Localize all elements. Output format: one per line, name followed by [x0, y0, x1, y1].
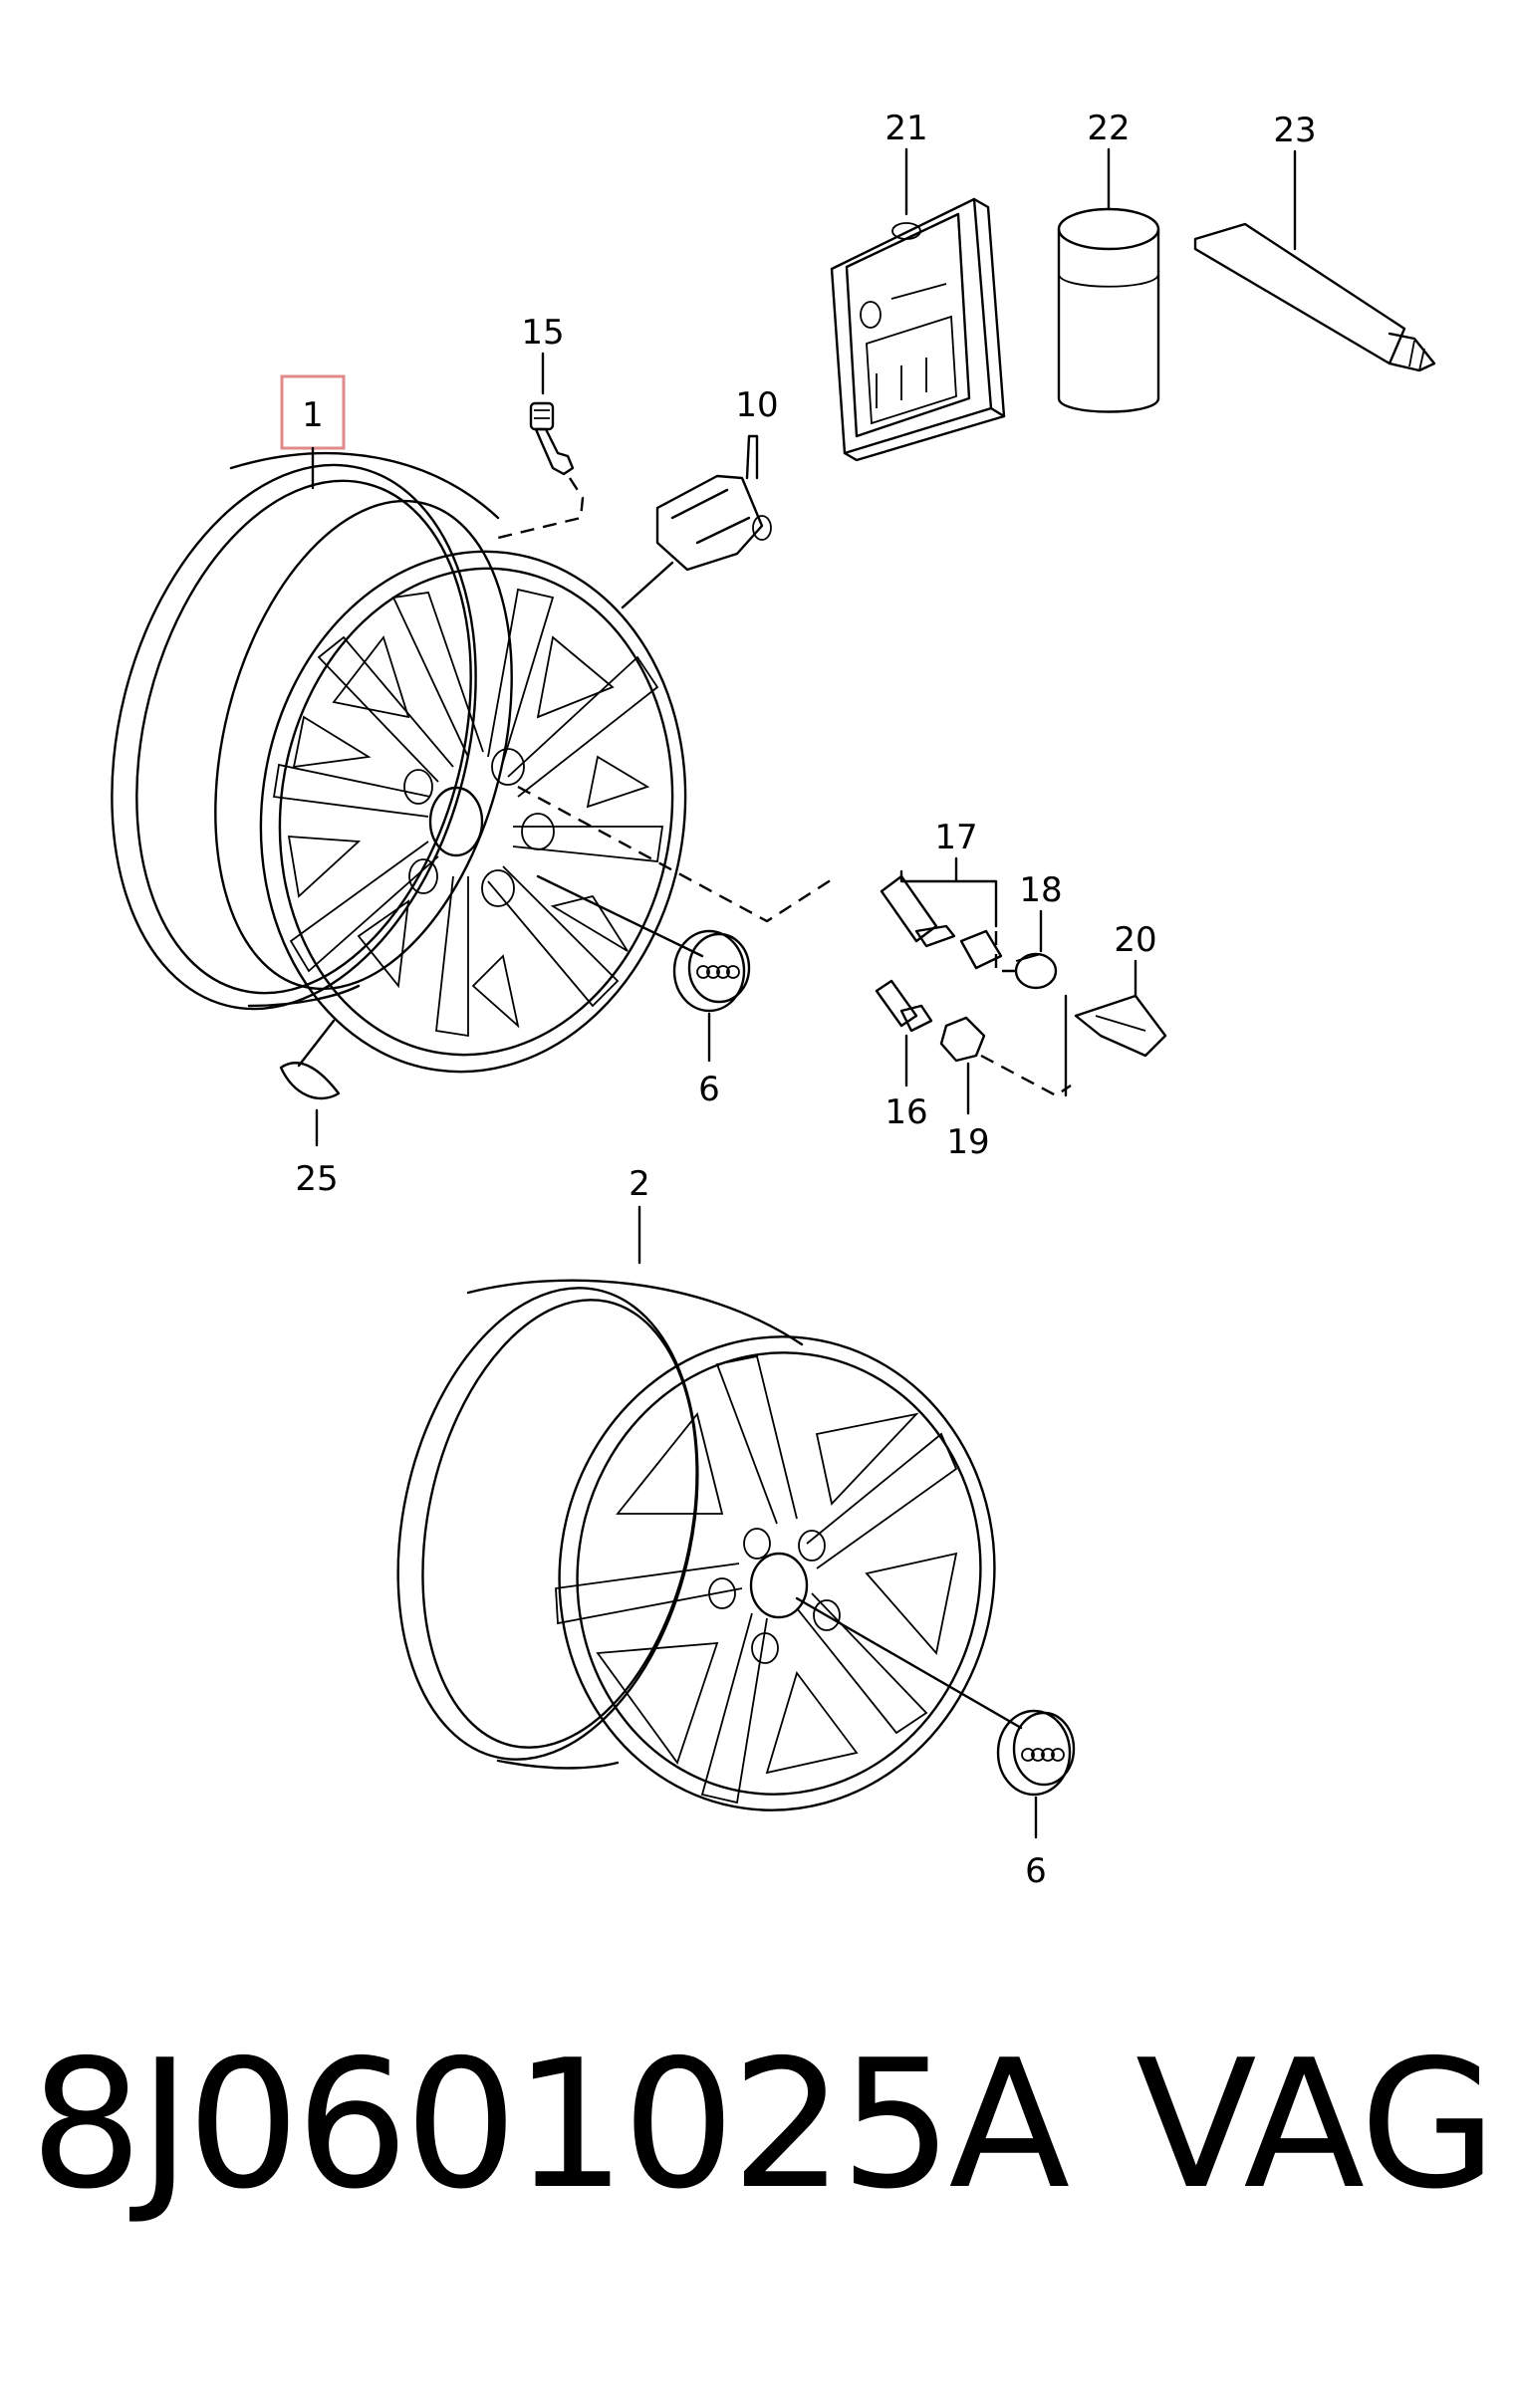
callout-2: 2 [629, 1164, 650, 1204]
callout-15: 15 [521, 313, 564, 353]
callout-10: 10 [735, 385, 778, 425]
bolt-leader-dashed [517, 785, 838, 923]
wheel-bolt-kit-package [830, 197, 1006, 462]
wheel-rim-multispoke [111, 451, 687, 1074]
paste-tube [1193, 222, 1436, 372]
part-number: 8J0601025A [30, 2022, 1070, 2228]
wheel-nut [939, 1016, 986, 1063]
tire-valve [529, 401, 575, 476]
callout-17: 17 [934, 818, 977, 857]
callout-19: 19 [946, 1122, 989, 1162]
callout-6-lower: 6 [1025, 1851, 1047, 1891]
callout-25: 25 [295, 1159, 338, 1199]
callout-6-upper: 6 [698, 1070, 720, 1109]
wheel-bolt [875, 979, 933, 1033]
tpms-sensor [655, 434, 772, 572]
hubcap-leader-lower [795, 1596, 1023, 1730]
callout-21: 21 [884, 109, 927, 148]
spray-can [1057, 207, 1160, 413]
callout-20: 20 [1114, 920, 1156, 960]
wheel-rim-fivespoke [396, 1279, 996, 1811]
hub-cap-lower [996, 1709, 1076, 1797]
callout-22: 22 [1087, 109, 1130, 148]
callout-23: 23 [1273, 111, 1316, 150]
bolt-removal-tool [1074, 994, 1167, 1058]
callout-1: 1 [302, 395, 324, 435]
brand-name: VAG [1136, 2022, 1497, 2228]
callout-18: 18 [1019, 870, 1062, 910]
hub-cap-upper [672, 929, 751, 1013]
lock-bolt-cap [1014, 952, 1058, 990]
callout-16: 16 [884, 1092, 927, 1132]
balance-weight [279, 1019, 341, 1100]
hubcap-leader-upper [536, 874, 704, 958]
lock-bolt [880, 874, 956, 948]
lock-bolt-adapter [959, 929, 1003, 970]
